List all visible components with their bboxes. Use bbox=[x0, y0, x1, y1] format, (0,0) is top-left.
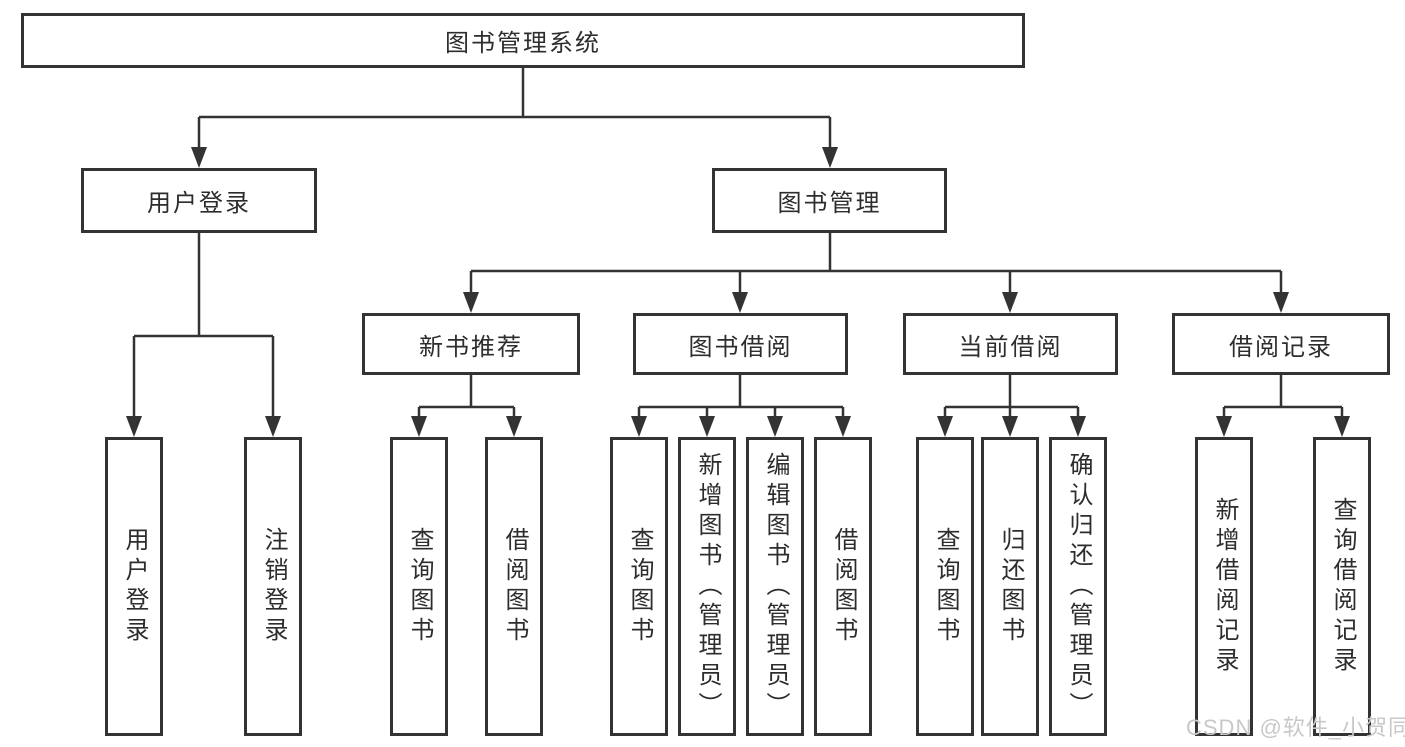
arrowheads bbox=[126, 147, 1350, 437]
node-label: 图书管理系统 bbox=[445, 30, 601, 57]
node-library-management-system: 图书管理系统 bbox=[21, 13, 1025, 68]
leaf-label: 新增借阅记录 bbox=[1211, 496, 1238, 677]
node-book-borrowing: 图书借阅 bbox=[633, 313, 848, 375]
leaf-borrow-books-borrowing: 借阅图书 bbox=[814, 437, 872, 736]
leaf-query-books-recommend: 查询图书 bbox=[390, 437, 448, 736]
leaf-borrow-books-recommend: 借阅图书 bbox=[485, 437, 543, 736]
leaf-query-books-borrowing: 查询图书 bbox=[610, 437, 668, 736]
leaf-label: 用户登录 bbox=[121, 526, 148, 647]
leaf-return-books: 归还图书 bbox=[981, 437, 1039, 736]
leaf-label: 注销登录 bbox=[260, 526, 287, 647]
node-label: 图书管理 bbox=[777, 190, 882, 217]
node-label: 借阅记录 bbox=[1229, 333, 1333, 361]
leaf-label: 查询图书 bbox=[932, 526, 959, 647]
leaf-logout: 注销登录 bbox=[244, 437, 302, 736]
node-borrowing-records: 借阅记录 bbox=[1172, 313, 1390, 375]
node-label: 图书借阅 bbox=[688, 333, 793, 361]
leaf-label: 编辑图书（管理员） bbox=[762, 451, 789, 722]
csdn-watermark: CSDN @软件_小贺同学 bbox=[1186, 715, 1405, 740]
leaf-label: 新增图书（管理员） bbox=[694, 451, 721, 722]
node-new-book-recommendation: 新书推荐 bbox=[362, 313, 580, 375]
node-label: 用户登录 bbox=[147, 190, 251, 217]
leaf-label: 借阅图书 bbox=[830, 526, 857, 647]
node-label: 新书推荐 bbox=[419, 333, 523, 361]
leaf-label: 查询图书 bbox=[406, 526, 433, 647]
leaf-label: 查询借阅记录 bbox=[1329, 496, 1356, 677]
leaf-add-borrow-record: 新增借阅记录 bbox=[1195, 437, 1253, 736]
leaf-edit-book-admin: 编辑图书（管理员） bbox=[746, 437, 804, 736]
leaf-query-borrow-record: 查询借阅记录 bbox=[1313, 437, 1371, 736]
leaf-confirm-return-admin: 确认归还（管理员） bbox=[1049, 437, 1107, 736]
leaf-user-login: 用户登录 bbox=[105, 437, 163, 736]
leaf-label: 归还图书 bbox=[997, 526, 1024, 647]
leaf-label: 借阅图书 bbox=[501, 526, 528, 647]
node-label: 当前借阅 bbox=[958, 333, 1063, 361]
node-current-borrowing: 当前借阅 bbox=[903, 313, 1118, 375]
leaf-label: 确认归还（管理员） bbox=[1065, 451, 1092, 722]
node-user-login: 用户登录 bbox=[81, 168, 317, 233]
leaf-label: 查询图书 bbox=[626, 526, 653, 647]
node-book-management: 图书管理 bbox=[712, 168, 947, 233]
leaf-add-book-admin: 新增图书（管理员） bbox=[678, 437, 736, 736]
leaf-query-books-current: 查询图书 bbox=[916, 437, 974, 736]
